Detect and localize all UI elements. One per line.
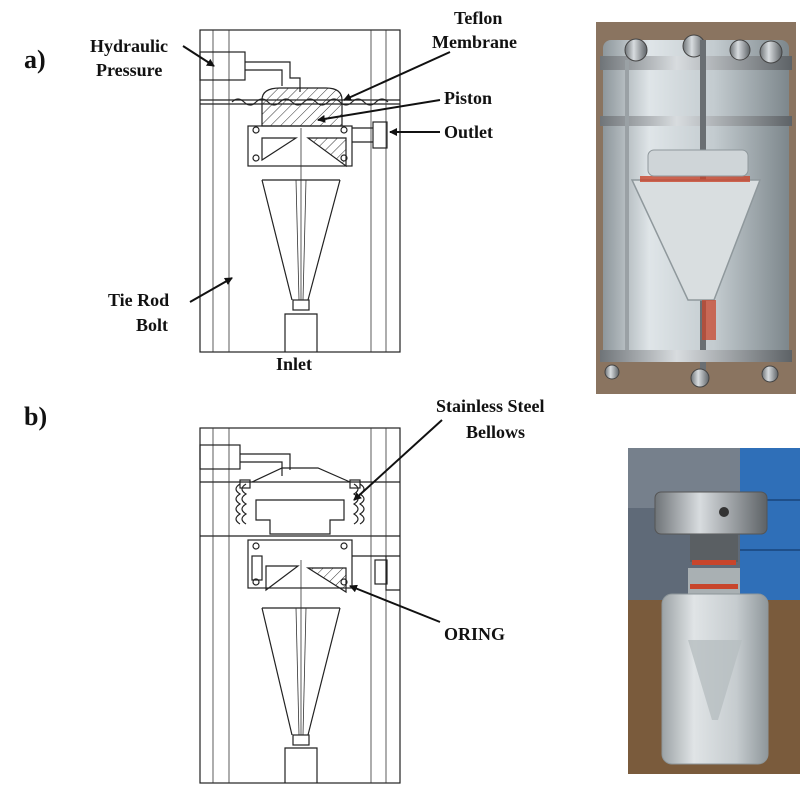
hydraulic-pressure-arrow [182,45,215,67]
piston-b [255,499,345,535]
inlet-label: Inlet [276,354,312,374]
outlet-wedge-b [305,567,347,594]
outlet-wedge-a [306,137,347,168]
photo-assembled-cell-a [596,22,796,394]
teflon-membrane-label-line1: Teflon [454,8,502,28]
hydraulic-pressure-label-line1: Hydraulic [90,36,168,56]
outlet-label: Outlet [444,122,493,142]
hydraulic-pressure-label-line2: Pressure [96,60,162,80]
piston-arrow [317,99,441,123]
diagram-a-drawing [199,29,401,353]
panel-b-letter: b) [24,402,47,431]
oring-label: ORING [444,624,505,644]
hydraulic-port [199,51,246,81]
inlet-port [284,313,318,352]
bellows-right [352,483,359,525]
oring-arrow [349,584,441,623]
teflon-membrane-arrow [343,51,451,101]
body-outline [199,29,401,353]
outlet-port [372,121,388,149]
panel-a-letter: a) [24,45,46,74]
body-outline-b [199,427,401,784]
tie-rod-bolt-label-line1: Tie Rod [108,290,169,310]
bellows-left [241,483,248,525]
cone-b [261,607,341,736]
cone-a [261,179,341,301]
bellows-arrow [353,419,443,501]
diagram-b-drawing [199,427,401,784]
piston-label: Piston [444,88,492,108]
photo-assembled-cell-b [628,448,800,774]
stainless-steel-bellows-label-line2: Bellows [466,422,525,442]
stainless-steel-bellows-label-line1: Stainless Steel [436,396,545,416]
piston-a [261,87,343,127]
tie-rod-bolt-label-line2: Bolt [136,315,168,335]
tie-rod-bolt-arrow [189,277,233,303]
teflon-membrane-label-line2: Membrane [432,32,517,52]
